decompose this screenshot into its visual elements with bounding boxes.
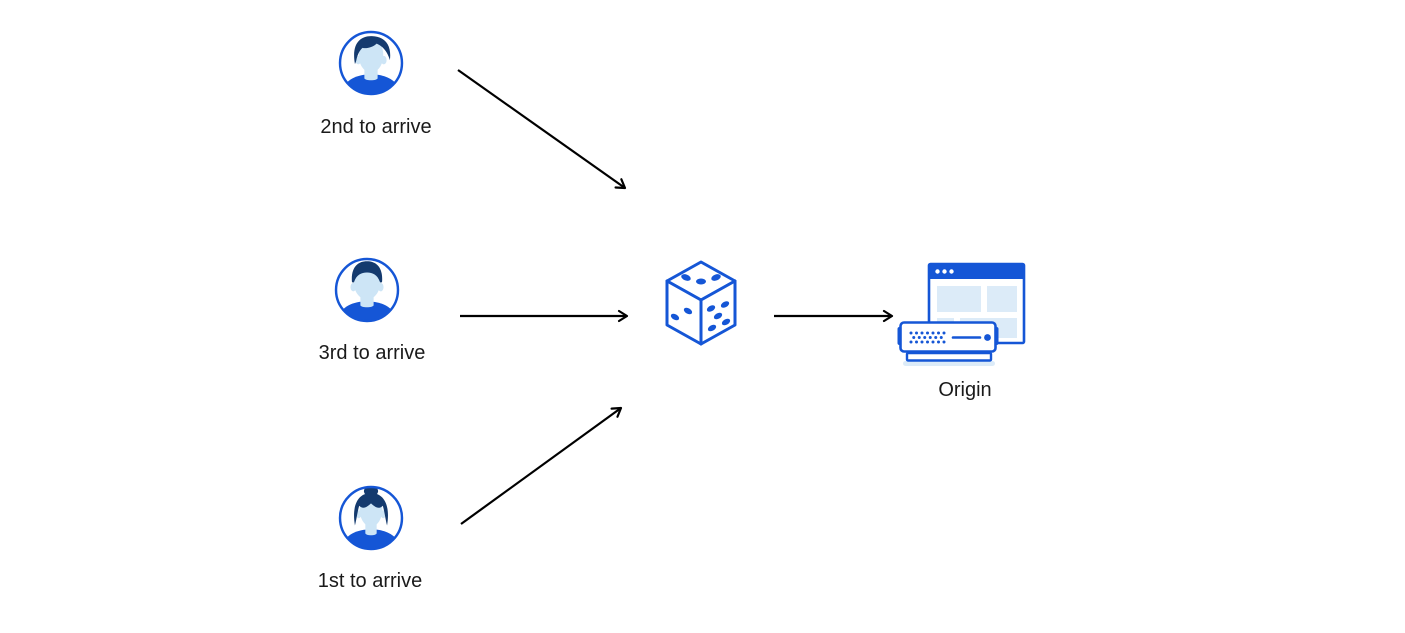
arrow-client-2nd-to-dice xyxy=(457,69,627,190)
client-label-3rd-to-arrive: 3rd to arrive xyxy=(318,342,426,364)
client-node-1st-to-arrive xyxy=(337,484,405,552)
client-label-1st-to-arrive: 1st to arrive xyxy=(317,570,423,592)
origin-label: Origin xyxy=(938,379,992,401)
origin-server-icon xyxy=(896,261,1028,369)
dice-icon xyxy=(663,259,739,347)
male-user-avatar-icon xyxy=(334,257,400,323)
male-user-avatar-icon xyxy=(338,30,404,96)
arrow-client-1st-to-dice xyxy=(460,406,623,525)
client-node-2nd-to-arrive xyxy=(337,29,405,97)
client-node-3rd-to-arrive xyxy=(333,256,401,324)
female-user-avatar-icon xyxy=(338,485,404,551)
client-label-2nd-to-arrive: 2nd to arrive xyxy=(320,116,432,138)
